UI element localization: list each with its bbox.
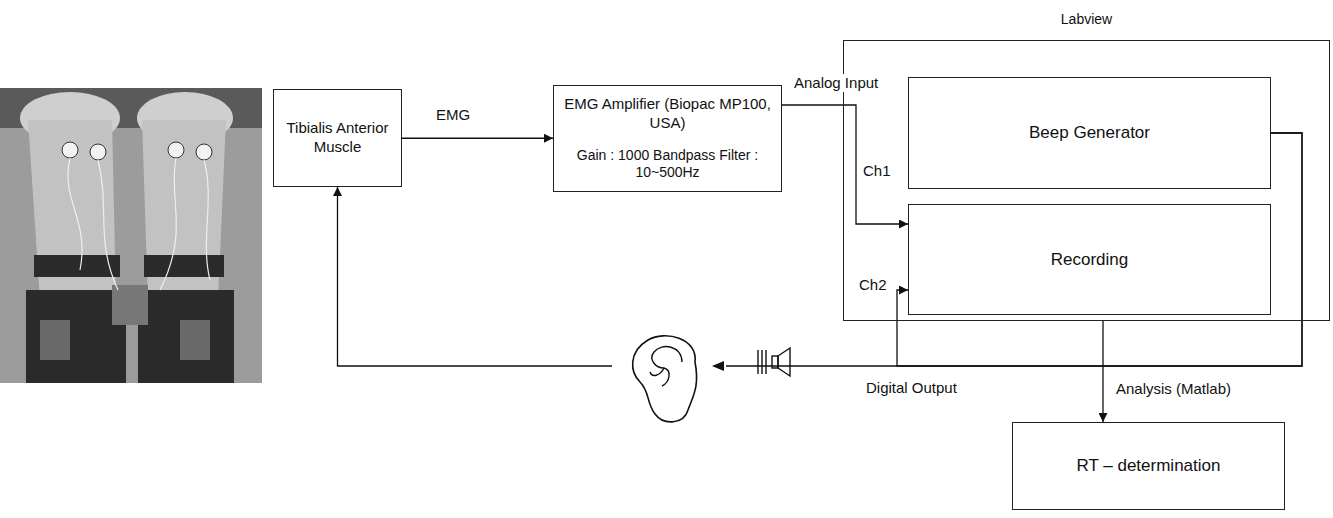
signal-connector: [897, 133, 1302, 366]
leg: [142, 120, 226, 300]
software-frame: LabviewBeep GeneratorRecording: [843, 40, 1330, 321]
boot-buckle: [40, 320, 70, 360]
ear-arrowhead: [712, 361, 724, 371]
boot: [26, 290, 126, 383]
box-label: RT – determination: [1077, 455, 1221, 476]
box-label: Tibialis Anterior Muscle: [282, 119, 393, 157]
electrode-wire: [68, 158, 210, 290]
ear-outline: [633, 336, 697, 422]
signal-connector: [338, 133, 1303, 366]
boot-buckle: [180, 320, 210, 360]
connector-label: Ch2: [857, 276, 889, 294]
electrode: [62, 142, 78, 158]
signal-connector: [782, 105, 908, 224]
channel-label: Ch1: [861, 162, 893, 180]
pedal: [112, 285, 148, 325]
box-label: Beep Generator: [1029, 122, 1150, 143]
amplifier-box: EMG Amplifier (Biopac MP100, USA) Gain : …: [553, 85, 782, 192]
connector-label: Analysis (Matlab): [1114, 380, 1233, 398]
sound-wave: [757, 350, 758, 374]
connector-label: Analog Input: [792, 74, 880, 92]
box-label: Recording: [1051, 249, 1129, 270]
electrode: [196, 144, 212, 160]
process-box: Beep Generator: [908, 77, 1271, 189]
sound-wave: [765, 350, 766, 374]
connector-label: EMG: [434, 106, 472, 124]
ear-inner: [650, 347, 682, 386]
electrode: [168, 142, 184, 158]
result-box: RT – determination: [1012, 422, 1285, 510]
signal-connector: [1102, 321, 1103, 422]
signal-connector: [402, 138, 553, 139]
speaker-cone: [778, 348, 790, 376]
box-label: EMG Amplifier (Biopac MP100, USA): [562, 95, 773, 133]
strap: [144, 255, 224, 277]
box-detail: Gain : 1000 Bandpass Filter : 10~500Hz: [562, 147, 773, 182]
electrode: [90, 144, 106, 160]
frame-heading: Labview: [844, 11, 1329, 29]
muscle-box: Tibialis Anterior Muscle: [273, 89, 402, 187]
process-box: Recording: [908, 204, 1271, 315]
boot: [138, 290, 234, 383]
photo-ground: [0, 88, 262, 383]
sound-wave: [761, 350, 762, 374]
signal-label: Digital Output: [864, 379, 959, 397]
